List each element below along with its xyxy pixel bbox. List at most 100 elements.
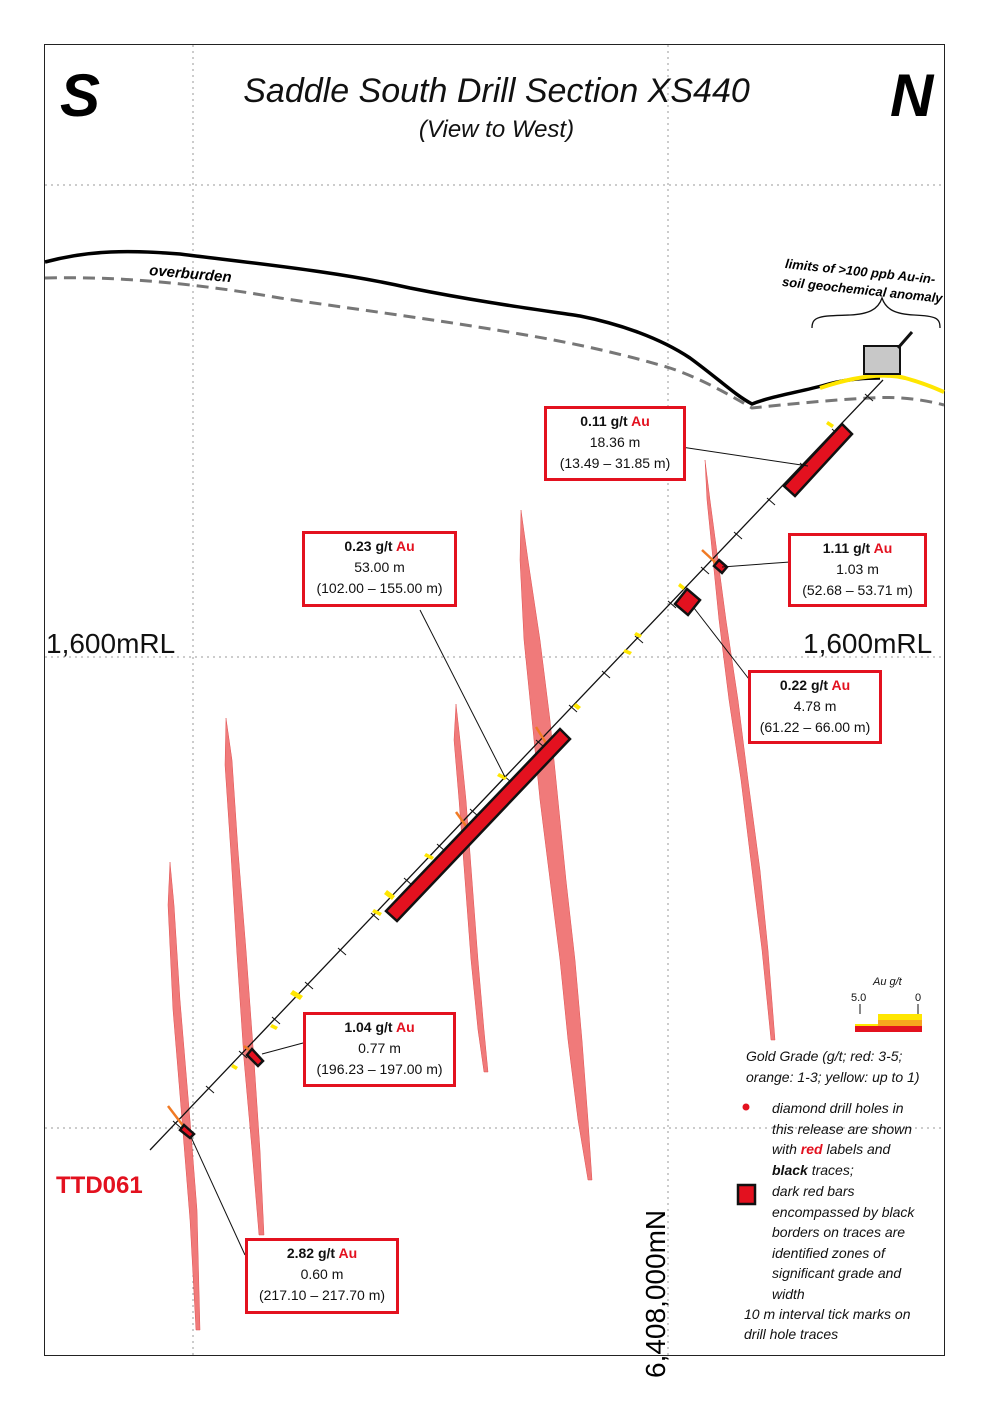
callout-grade: 1.04 g/t bbox=[344, 1019, 396, 1035]
callout-interval: (61.22 – 66.00 m) bbox=[759, 719, 871, 735]
legend-tick-line1: 10 m interval tick marks on bbox=[744, 1306, 911, 1322]
south-label: S bbox=[60, 62, 101, 129]
callout-au: Au bbox=[631, 413, 650, 429]
assay-yellow bbox=[372, 909, 382, 916]
vein-2 bbox=[224, 717, 265, 1236]
anomaly-brace bbox=[811, 295, 941, 329]
callout-interval: (217.10 – 217.70 m) bbox=[258, 1287, 386, 1303]
legend-bars-line: borders on traces are bbox=[772, 1224, 906, 1240]
callout-width: 18.36 m bbox=[589, 434, 641, 450]
intercept-callout: 0.11 g/t Au 18.36 m (13.49 – 31.85 m) bbox=[544, 406, 686, 481]
legend-scale-max: 5.0 bbox=[851, 992, 867, 1004]
page-subtitle: (View to West) bbox=[418, 116, 575, 143]
topography-line bbox=[44, 249, 881, 406]
legend-bars-line: significant grade and bbox=[772, 1265, 902, 1281]
rl-label-right: 1,600mRL bbox=[803, 628, 933, 659]
figure-frame bbox=[44, 44, 945, 1356]
callout-au: Au bbox=[395, 1019, 415, 1035]
callout-interval: (102.00 – 155.00 m) bbox=[316, 580, 443, 596]
assay-yellow bbox=[497, 773, 507, 780]
callout-width: 53.00 m bbox=[354, 559, 405, 575]
callout-au: Au bbox=[395, 538, 415, 554]
legend-dot-icon bbox=[742, 1103, 750, 1111]
legend-black-word: black bbox=[772, 1161, 808, 1178]
assay-yellow bbox=[678, 583, 685, 590]
intercept-bars bbox=[178, 422, 854, 1140]
rl-label-left: 1,600mRL bbox=[46, 628, 176, 659]
tick-marks bbox=[172, 393, 874, 1129]
callout-interval: (196.23 – 197.00 m) bbox=[316, 1061, 443, 1077]
intercept-bar-4 bbox=[384, 727, 572, 923]
grid-lines bbox=[45, 45, 944, 1355]
north-label: N bbox=[890, 62, 934, 129]
legend-holes-line: this release are shown bbox=[772, 1120, 913, 1137]
page-title: Saddle South Drill Section XS440 bbox=[243, 72, 750, 110]
assay-orange bbox=[454, 811, 468, 827]
vein-5 bbox=[704, 459, 776, 1041]
legend-bars-text: dark red bars encompassed by black borde… bbox=[772, 1181, 914, 1304]
intercept-callout: 1.04 g/t Au 0.77 m (196.23 – 197.00 m) bbox=[303, 1012, 456, 1087]
northing-label: 6,408,000mN bbox=[640, 1209, 671, 1378]
assay-orange bbox=[701, 549, 717, 564]
intercept-bar-3 bbox=[673, 587, 702, 617]
legend-bar-icon bbox=[736, 1183, 757, 1206]
callout-grade: 0.22 g/t bbox=[779, 677, 832, 693]
collar-stick bbox=[896, 331, 914, 349]
callout-grade: 1.11 g/t bbox=[822, 540, 874, 556]
legend-bars-line: encompassed by black bbox=[772, 1203, 915, 1220]
legend-red-word: red bbox=[800, 1141, 823, 1157]
intercept-bar-2 bbox=[712, 558, 729, 575]
legend-scale-title: Au g/t bbox=[873, 976, 902, 988]
callout-width: 4.78 m bbox=[793, 698, 837, 714]
legend-grade-line2: orange: 1-3; yellow: up to 1) bbox=[746, 1069, 920, 1085]
assay-bars bbox=[167, 421, 834, 1128]
intercept-bar-1 bbox=[782, 422, 854, 498]
legend-tick-line2: drill hole traces bbox=[744, 1326, 839, 1342]
assay-yellow bbox=[424, 853, 434, 860]
legend-holes-line: with red labels and bbox=[772, 1139, 912, 1160]
assay-orange bbox=[534, 726, 548, 744]
intercept-callout: 1.11 g/t Au 1.03 m (52.68 – 53.71 m) bbox=[788, 533, 927, 607]
legend-holes-line: black traces; bbox=[772, 1160, 912, 1181]
mineralised-veins bbox=[167, 459, 776, 1331]
vein-1 bbox=[167, 861, 201, 1331]
assay-yellow bbox=[270, 1024, 278, 1030]
legend-holes-text: diamond drill holes in this release are … bbox=[772, 1098, 912, 1180]
intercept-bar-5 bbox=[245, 1047, 265, 1068]
legend-text-segment: labels and bbox=[822, 1141, 891, 1157]
legend-text-segment: traces; bbox=[807, 1161, 854, 1178]
callout-width: 1.03 m bbox=[836, 561, 879, 577]
overburden-base-line bbox=[44, 276, 945, 410]
drill-collar bbox=[863, 345, 901, 375]
legend-holes-line: diamond drill holes in bbox=[772, 1100, 904, 1116]
callout-interval: (52.68 – 53.71 m) bbox=[802, 582, 913, 598]
assay-yellow bbox=[573, 703, 581, 710]
hole-id-label: TTD061 bbox=[56, 1172, 143, 1199]
legend-bars-line: width bbox=[772, 1285, 805, 1302]
callout-au: Au bbox=[338, 1245, 358, 1261]
callout-interval: (13.49 – 31.85 m) bbox=[559, 455, 671, 471]
intercept-callout: 0.23 g/t Au 53.00 m (102.00 – 155.00 m) bbox=[302, 531, 457, 607]
legend-bars-line: identified zones of bbox=[772, 1244, 885, 1261]
legend-text-segment: with bbox=[772, 1141, 801, 1157]
grade-scale-bar bbox=[855, 1004, 922, 1032]
legend-bars-line: dark red bars bbox=[772, 1183, 855, 1199]
callout-grade: 0.11 g/t bbox=[580, 413, 632, 429]
assay-yellow bbox=[231, 1064, 238, 1070]
callout-au: Au bbox=[873, 540, 893, 556]
callout-grade: 0.23 g/t bbox=[344, 538, 396, 554]
intercept-callout: 0.22 g/t Au 4.78 m (61.22 – 66.00 m) bbox=[748, 670, 882, 744]
legend-scale-min: 0 bbox=[915, 992, 922, 1004]
legend-grade-line1: Gold Grade (g/t; red: 3-5; bbox=[746, 1048, 903, 1064]
callout-au: Au bbox=[831, 677, 851, 693]
callout-width: 0.60 m bbox=[300, 1266, 344, 1282]
callout-width: 0.77 m bbox=[358, 1040, 401, 1056]
vein-4 bbox=[519, 509, 593, 1181]
intercept-bar-6 bbox=[178, 1123, 196, 1140]
assay-yellow bbox=[634, 632, 642, 638]
intercept-callout: 2.82 g/t Au 0.60 m (217.10 – 217.70 m) bbox=[245, 1238, 399, 1314]
assay-yellow bbox=[290, 990, 303, 1000]
assay-yellow bbox=[826, 421, 834, 428]
vein-3 bbox=[453, 703, 489, 1073]
